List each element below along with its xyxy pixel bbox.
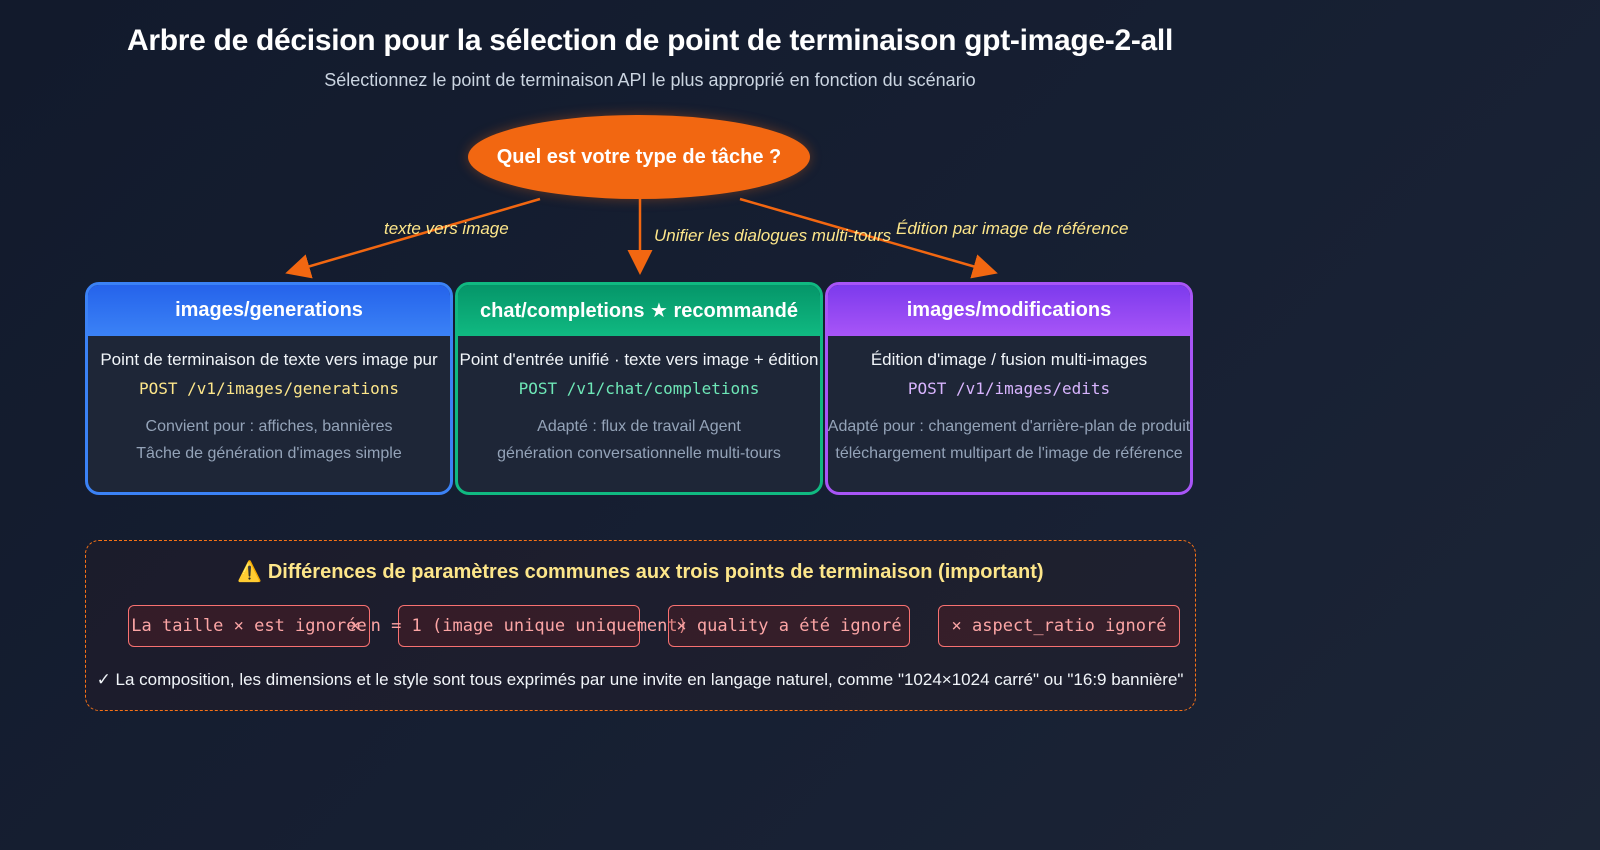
edge-label-multi-turn: Unifier les dialogues multi-tours <box>654 226 892 245</box>
page-title: Arbre de décision pour la sélection de p… <box>126 24 1174 57</box>
card-description: Édition d'image / fusion multi-images <box>870 350 1148 369</box>
card-note: génération conversationnelle multi-tours <box>497 445 781 462</box>
arrow-left <box>285 197 541 279</box>
warning-chip-quality: × quality a été ignoré <box>668 605 910 647</box>
page-subtitle: Sélectionnez le point de terminaison API… <box>324 70 976 90</box>
root-question-node: Quel est votre type de tâche ? <box>468 115 810 199</box>
warning-chip-n: × n = 1 (image unique uniquement) <box>350 605 688 647</box>
card-images-edits: images/modifications Édition d'image / f… <box>825 282 1193 495</box>
arrow-right <box>739 197 998 279</box>
card-title: chat/completions ★ recommandé <box>458 285 820 336</box>
card-note: Tâche de génération d'images simple <box>136 445 402 462</box>
card-images-generations: images/generations Point de terminaison … <box>85 282 453 495</box>
card-note: Adapté : flux de travail Agent <box>537 418 741 435</box>
card-chat-completions: chat/completions ★ recommandé Point d'en… <box>455 282 823 495</box>
warning-chip-aspect-ratio: × aspect_ratio ignoré <box>938 605 1180 647</box>
warning-title: ⚠️ Différences de paramètres communes au… <box>237 561 1044 583</box>
card-description: Point de terminaison de texte vers image… <box>100 350 438 369</box>
warning-chip-size: La taille × est ignorée <box>128 605 370 647</box>
edge-label-text-to-image: texte vers image <box>384 219 509 238</box>
card-endpoint: POST /v1/images/edits <box>907 379 1111 398</box>
card-description: Point d'entrée unifié · texte vers image… <box>459 350 819 369</box>
natural-language-note: ✓ La composition, les dimensions et le s… <box>96 670 1184 689</box>
card-note: téléchargement multipart de l'image de r… <box>835 445 1183 462</box>
card-note: Adapté pour : changement d'arrière-plan … <box>827 418 1191 435</box>
card-note: Convient pour : affiches, bannières <box>145 418 393 435</box>
card-title: images/modifications <box>828 285 1190 336</box>
card-endpoint: POST /v1/chat/completions <box>518 379 760 398</box>
edge-label-reference-edit: Édition par image de référence <box>896 219 1129 238</box>
parameter-warning-box <box>85 540 1196 711</box>
card-endpoint: POST /v1/images/generations <box>138 379 400 398</box>
card-title: images/generations <box>88 285 450 336</box>
